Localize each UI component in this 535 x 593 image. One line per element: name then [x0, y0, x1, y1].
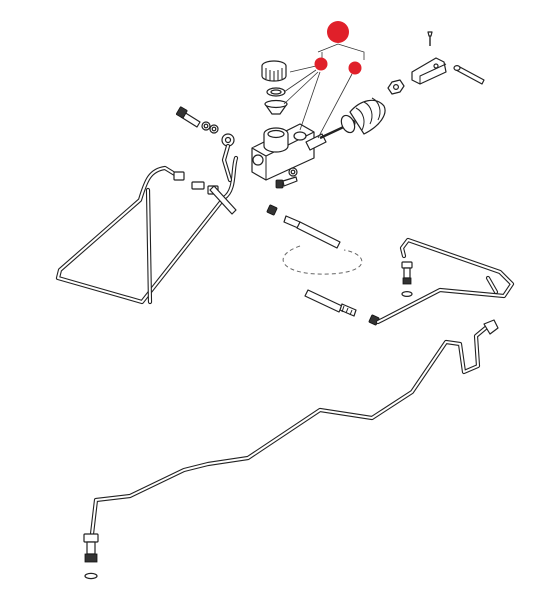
clevis-fork	[411, 57, 447, 85]
banjo-bolt-upper-left	[176, 106, 219, 134]
kit-marker-reservoir-seals	[314, 57, 328, 71]
kit-marker-boot	[348, 61, 362, 75]
clevis-pin	[453, 64, 485, 85]
split-pin	[427, 31, 433, 46]
left-pipe-fittings	[173, 171, 237, 215]
rubber-boot	[340, 97, 386, 135]
left-pipe-loop	[55, 155, 239, 305]
lower-bleed-fitting	[83, 533, 99, 580]
lower-pipe-end-nut	[483, 319, 499, 335]
reservoir-cap	[261, 60, 287, 82]
kit-marker-large	[327, 21, 349, 43]
right-pipe-loop	[375, 237, 515, 325]
banjo-union	[221, 133, 235, 183]
reservoir-seal	[266, 87, 286, 97]
master-cylinder	[251, 123, 327, 181]
lock-nut	[387, 79, 405, 95]
reservoir-filter	[264, 99, 288, 115]
long-lower-pipe	[89, 323, 491, 537]
flexible-hose	[266, 204, 380, 326]
right-bleed-fitting	[401, 261, 413, 298]
master-cylinder-mount-bolt	[275, 167, 298, 189]
